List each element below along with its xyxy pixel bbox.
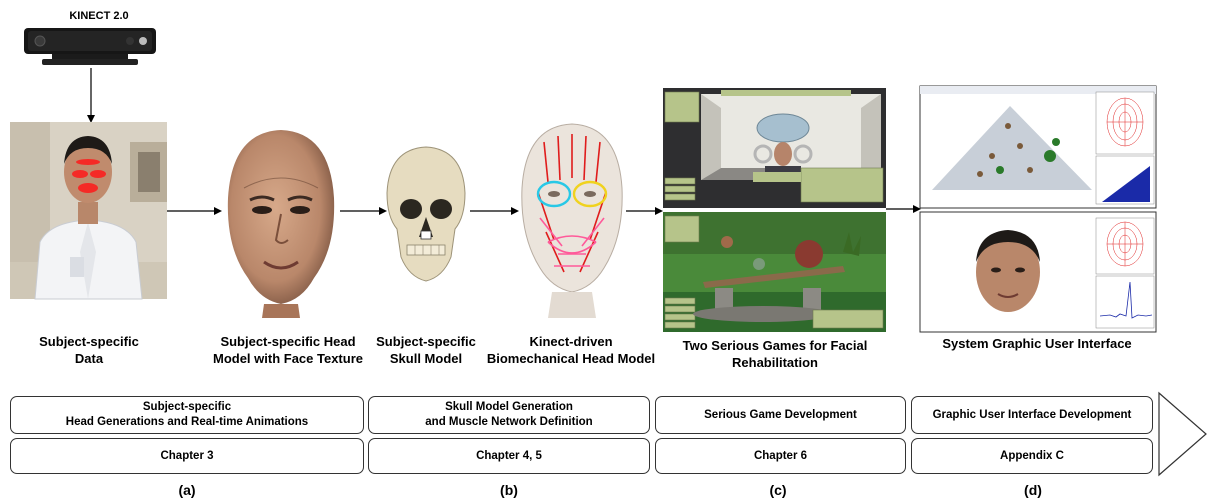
panel-letter-c: (c): [769, 482, 787, 498]
stage-a-description: Subject-specific Head Generations and Re…: [10, 396, 364, 434]
game-screenshot-1-image: [663, 88, 886, 208]
biomechanical-head-image: [521, 123, 623, 318]
panel-letter-b: (b): [500, 482, 518, 498]
textured-head-model-image: [227, 130, 335, 318]
stage-a-chapter: Chapter 3: [10, 438, 364, 474]
serious-games-label: Two Serious Games for Facial Rehabilitat…: [682, 338, 868, 370]
stage-b-description: Skull Model Generation and Muscle Networ…: [368, 396, 650, 434]
stage-c-description: Serious Game Development: [655, 396, 906, 434]
stage-c-chapter: Chapter 6: [655, 438, 906, 474]
gui-screenshot-1-image: [919, 85, 1157, 209]
skull-model-label: Subject-specific Skull Model: [376, 334, 476, 366]
head-model-label: Subject-specific Head Model with Face Te…: [212, 334, 363, 366]
subject-data-label: Subject-specific Data: [39, 334, 139, 366]
panel-letter-d: (d): [1024, 482, 1042, 498]
stage-d-description: Graphic User Interface Development: [911, 396, 1153, 434]
gui-label: System Graphic User Interface: [942, 336, 1132, 351]
subject-photo-image: [10, 122, 167, 300]
timeline-end-arrow: [1158, 391, 1207, 477]
kinect-sensor-image: [24, 28, 156, 65]
game-screenshot-2-image: [663, 212, 886, 332]
panel-letter-a: (a): [178, 482, 196, 498]
gui-screenshot-2-image: [919, 211, 1157, 333]
kinect-arrow: [87, 68, 95, 123]
stage-b-chapter: Chapter 4, 5: [368, 438, 650, 474]
stage-d-chapter: Appendix C: [911, 438, 1153, 474]
skull-model-image: [386, 146, 466, 282]
kinect-label: KINECT 2.0: [69, 10, 129, 22]
biomechanical-head-label: Kinect-driven Biomechanical Head Model: [486, 334, 656, 366]
